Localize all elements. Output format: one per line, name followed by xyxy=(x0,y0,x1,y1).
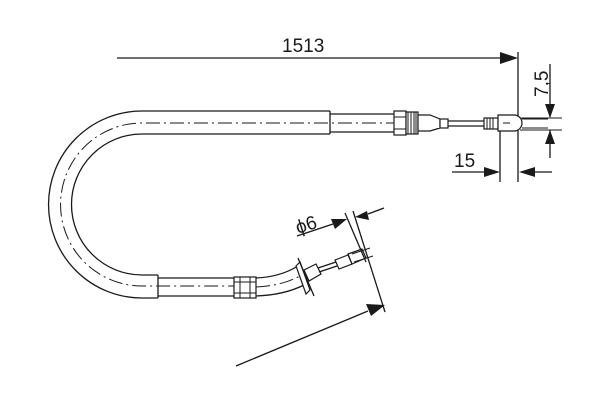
ferrule xyxy=(417,114,441,132)
cable-centerline xyxy=(60,122,400,287)
leader-line xyxy=(367,207,385,215)
cable-sheath xyxy=(47,110,400,299)
arrow-head xyxy=(545,104,555,118)
flange-plate xyxy=(297,257,315,297)
extension-line xyxy=(352,210,386,313)
hex-sleeve xyxy=(233,276,257,299)
dimension-end-fitting-length: 15 xyxy=(452,122,552,182)
dimension-end-offset: 7,5 xyxy=(520,64,562,158)
curved-tube-edge xyxy=(255,284,305,297)
sheath-outer-edge xyxy=(47,110,330,299)
inner-wire xyxy=(318,265,338,273)
hex-nut xyxy=(393,110,407,136)
dimension-line xyxy=(235,310,369,367)
dimension-label-1513: 1513 xyxy=(282,36,324,57)
ferrule-tip xyxy=(439,118,449,129)
arrow-head xyxy=(355,211,369,220)
arrow-head xyxy=(484,167,500,177)
curved-centerline xyxy=(255,274,303,288)
dimension-label-7-5: 7,5 xyxy=(532,71,553,97)
bottom-end-fitting xyxy=(158,247,374,299)
crimp xyxy=(483,117,499,130)
sheath-inner-edge xyxy=(70,133,330,276)
clevis-pin xyxy=(353,255,374,263)
extension-line xyxy=(344,212,367,263)
dimension-overall-length: 1513 xyxy=(117,36,519,182)
top-end-fitting xyxy=(330,110,548,136)
arrow-head xyxy=(545,130,555,144)
arrow-head xyxy=(519,167,535,177)
knurl-lines xyxy=(407,112,417,134)
crimp-lines xyxy=(486,118,494,129)
dimension-bottom-angled xyxy=(235,304,385,367)
flange xyxy=(295,260,311,296)
curved-tube-edge xyxy=(255,265,299,279)
leader-line xyxy=(296,223,334,237)
arrow-head xyxy=(500,52,518,64)
arrow-head xyxy=(331,219,347,229)
ferrule xyxy=(303,263,322,282)
arrow-head xyxy=(366,304,385,316)
inner-wire xyxy=(317,261,337,269)
dimension-label-diameter: ϕ6 xyxy=(293,212,320,239)
dimension-label-15: 15 xyxy=(454,151,475,172)
